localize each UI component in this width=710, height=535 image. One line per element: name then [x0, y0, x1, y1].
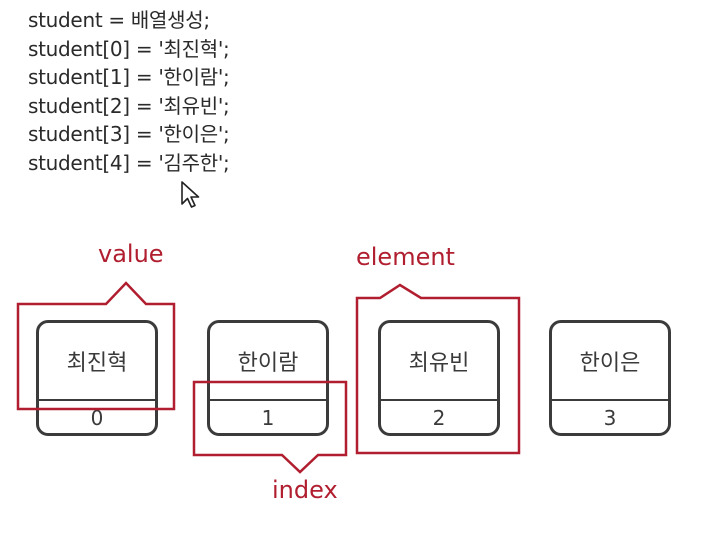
array-element-box-2: 최유빈 2 [378, 320, 500, 436]
box-divider [39, 399, 155, 401]
code-line: student[3] = '한이은'; [28, 122, 230, 146]
element-index: 0 [90, 406, 104, 430]
index-callout-outline [192, 380, 348, 474]
box-divider [210, 399, 326, 401]
element-callout-outline [355, 283, 521, 455]
array-element-box-1: 한이람 1 [207, 320, 329, 436]
box-divider [552, 399, 668, 401]
array-element-box-0: 최진혁 0 [36, 320, 158, 436]
element-index: 3 [603, 406, 617, 430]
element-value: 한이은 [579, 351, 641, 376]
code-line: student[4] = '김주한'; [28, 150, 230, 175]
index-label: index [272, 476, 338, 504]
element-value: 최유빈 [408, 351, 470, 376]
code-line: student = 배열생성; [28, 8, 210, 32]
element-index: 2 [432, 406, 446, 430]
code-line: student[1] = '한이람'; [28, 65, 230, 89]
code-line: student[0] = '최진혁'; [28, 36, 230, 61]
element-index: 1 [261, 406, 275, 430]
array-element-box-3: 한이은 3 [549, 320, 671, 436]
box-divider [381, 399, 497, 401]
mouse-pointer-icon [181, 181, 200, 208]
value-callout-outline [16, 281, 176, 411]
element-value: 최진혁 [66, 351, 128, 376]
code-block: student = 배열생성; student[0] = '최진혁'; stud… [28, 6, 230, 177]
value-label: value [98, 240, 164, 268]
element-value: 한이람 [237, 351, 299, 376]
code-line: student[2] = '최유빈'; [28, 93, 230, 118]
element-label: element [356, 243, 455, 271]
